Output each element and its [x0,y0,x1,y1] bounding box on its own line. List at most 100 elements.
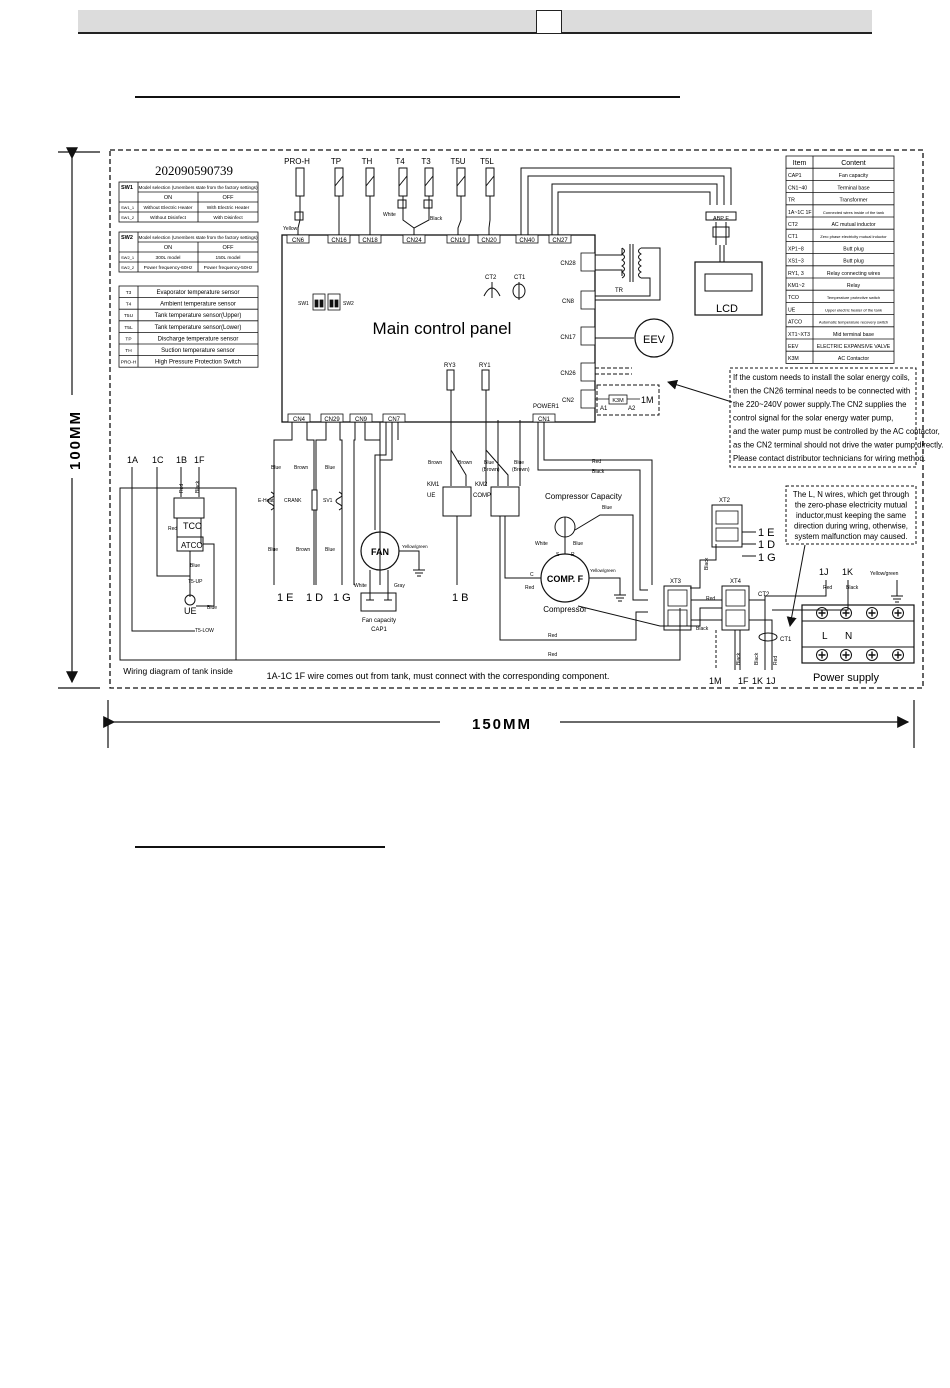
sw1-1-on: Without Electric Heater [143,205,192,211]
connector-cn4 [287,413,311,423]
lcd-screen [704,273,753,292]
legend-row-item: TCO [788,295,799,301]
sensor-tp-label: TP [331,157,341,166]
sensor-code: TP [125,336,131,342]
svg-text:SW2_1: SW2_1 [121,255,135,260]
yellow-wire-label: Yellow [283,226,298,232]
km2-blue-b: Blue [514,460,524,466]
ry1-relay [481,369,490,391]
svg-text:SW1_2: SW1_2 [121,215,135,220]
zero-phase-note-line: direction during wring, otherwise, [794,522,908,531]
fan-label: FAN [371,547,389,557]
compressor-label: Compressor [543,605,587,614]
connector-cn28 [580,252,596,272]
legend-row-item: CN1~40 [788,185,807,191]
ry1-label: RY1 [479,363,491,369]
power-supply-label: Power supply [813,672,880,684]
k3m-coil [608,394,628,405]
fan-white-label: White [354,583,367,589]
sensor-t5u-label: T5U [450,157,465,166]
k3m-1m-label: 1M [641,395,654,405]
connector-label: CN1 [538,417,551,423]
tank-ue-label: UE [184,606,197,616]
sw2-2-on: Power frequency-60Hz [144,265,193,271]
ps-n-label: N [845,631,852,642]
connector-cn8 [580,290,596,310]
lcd-box [694,261,763,316]
tank-1a-label: 1A [127,455,138,465]
cn26-dashed [595,367,632,375]
legend-row-content: Fan capacity [839,173,869,179]
screw-terminal [892,649,904,661]
sensor-desc: Suction temperature sensor [161,348,235,354]
page-number-box [536,10,562,34]
sw2-switch-label: SW2 [343,301,354,307]
legend-row-content: Terminal base [837,185,869,191]
ps-1j-label: 1J [819,567,829,577]
tco-label: TCO [183,521,202,531]
compressor-wires [120,422,722,661]
fan-yg-label: Yellow/green [402,544,428,549]
dim-150mm-label: 150MM [472,716,532,733]
sw2-2-off: Power frequency-50Hz [204,265,253,271]
ue-heater-symbol [184,594,196,606]
t5-up-label: T5-UP [188,579,203,585]
diagram-frame [109,149,924,689]
abpe-label: ABP E [713,216,729,222]
sw2-off: OFF [223,245,235,251]
svg-text:SW1: SW1 [121,185,133,191]
comp-white-label: White [535,541,548,547]
solar-note: If the custom needs to install the solar… [733,373,943,463]
legend-row-content: Butt plug [843,246,864,252]
ct1-ring [758,632,778,642]
comp-s-label: S [556,552,560,558]
ps-yg-label: Yellow/green [870,571,899,577]
legend-row-item: TR [788,198,795,204]
sensor-th-probe [365,167,375,197]
connector-cn17 [580,326,596,346]
km2-relay [490,486,520,517]
ry3-relay [446,369,455,391]
legend-row-content: AC Contactor [838,356,869,362]
ps-black-label: Black [846,585,859,591]
legend-row-content: Connected wires inside of the tank [823,210,884,215]
sw1-on: ON [164,195,172,201]
sw2-on: ON [164,245,172,251]
dimension-100mm [58,147,100,689]
km1-brown-a: Brown [428,460,442,466]
terminal-1b-label: 1 B [452,592,469,604]
xt2-1d-label: 1 D [758,539,775,551]
km2-brown-b: (Brown) [512,467,530,473]
sensor-desc: Ambient temperature sensor [160,302,236,308]
legend-row-content: Relay [847,283,861,289]
connector-cn2 [580,389,596,409]
tr-label: TR [615,288,624,294]
wire-label-blue-1: Blue [271,465,281,471]
wire-label-brown-2: Brown [296,547,310,553]
crank-label: CRANK [284,498,302,504]
wire-red-bottom: Red [548,633,557,639]
sw1-table [118,181,259,223]
ct2-label: CT2 [758,592,770,598]
tank-red-label: Red [168,526,177,532]
zero-phase-note-line: the zero-phase electricity mutual [795,501,908,510]
load-wires [273,422,399,585]
comp-red-label: Red [525,585,534,591]
tank-red-vert: Red [179,484,185,493]
sw2-table [118,231,259,273]
connector-cn26 [580,362,596,382]
connector-label: CN6 [292,238,305,244]
sensor-desc: Tank temperature sensor(Lower) [155,325,242,331]
legend-row-item: EEV [788,344,799,350]
solar-note-line: the 220~240V power supply.The CN2 suppli… [733,400,906,409]
legend-row-item: XT1~XT3 [788,332,810,338]
sw1-1-off: With Electric Heater [207,205,250,211]
legend-row-content: Automatic temperature recovery switch [819,320,888,325]
screw-terminal [816,607,828,619]
svg-text:SW1_1: SW1_1 [121,205,135,210]
xt3-terminal [663,585,692,631]
legend-header-content: Content [841,160,866,167]
